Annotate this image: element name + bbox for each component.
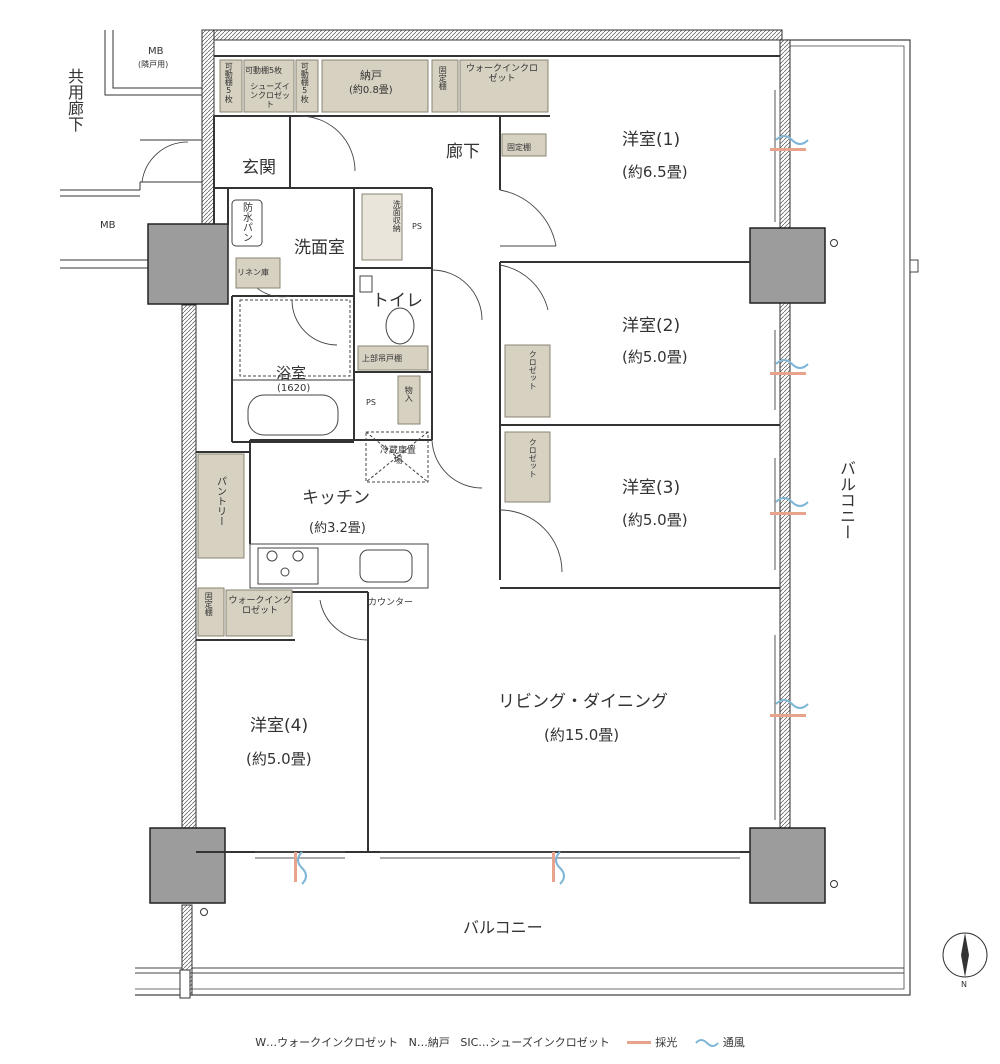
room-western1-size: (約6.5畳) [622, 163, 688, 181]
label-ps2: PS [366, 398, 376, 407]
legend-wind-icon [694, 1039, 719, 1047]
storage-areas [197, 59, 551, 637]
room-bath-name: 浴室 [276, 364, 307, 382]
label-balcony-east: バルコニー [837, 460, 856, 540]
legend-light-icon [627, 1041, 652, 1044]
label-walk-in-closet-kitchen: ウォークインクロゼット [228, 596, 292, 617]
label-balcony-south: バルコニー [463, 918, 543, 937]
label-closet3: クロゼット [528, 438, 538, 478]
room-toilet: トイレ [372, 291, 423, 311]
room-living-name: リビング・ダイニング [498, 692, 668, 712]
columns [147, 223, 826, 904]
legend-n: N…納戸 [408, 1036, 450, 1049]
label-ps1: PS [412, 222, 422, 231]
light-markers [294, 148, 806, 882]
label-closet2: クロゼット [528, 350, 538, 390]
label-washroom-storage: 洗面収納 [392, 200, 402, 232]
label-north: N [961, 980, 967, 989]
legend-sic: SIC…シューズインクロゼット [460, 1036, 610, 1049]
label-movable-shelf-right: 可動棚5枚 [300, 62, 310, 103]
fixtures [231, 199, 429, 589]
label-toilet-shelf: 上部吊戸棚 [362, 354, 402, 363]
label-walk-in-closet: ウォークインクロゼット [466, 64, 539, 85]
label-movable-shelf: 可動棚5枚 [245, 66, 283, 75]
label-movable-shelf-left: 可動棚5枚 [224, 62, 234, 103]
room-washroom: 洗面室 [294, 238, 345, 258]
room-bath-size: (1620) [277, 383, 311, 394]
legend-wind: 通風 [722, 1036, 745, 1049]
label-mb-top: MB [148, 46, 164, 57]
label-shoes-in-closet: シューズインクロゼット [250, 82, 290, 110]
label-fixed-shelf: 固定棚 [507, 143, 531, 152]
label-waterproof-pan: 防水パン [240, 202, 252, 242]
room-western4-name: 洋室(4) [250, 716, 309, 736]
compass [942, 932, 988, 978]
room-living-size: (約15.0畳) [544, 726, 620, 744]
label-pantry: パントリー [214, 476, 226, 526]
room-entrance: 玄関 [242, 158, 276, 178]
room-western1-name: 洋室(1) [622, 130, 681, 150]
label-mb-left: MB [100, 220, 116, 231]
label-fridge: 冷蔵庫置場 [379, 446, 416, 467]
room-western2-name: 洋室(2) [622, 316, 681, 336]
label-fixed-shelf-kitchen: 固定棚 [204, 592, 214, 616]
door-swings [241, 115, 563, 641]
balcony-outline [135, 39, 919, 996]
room-western4-size: (約5.0畳) [246, 750, 312, 768]
room-storage-name: 納戸 [360, 69, 382, 82]
drain-marks [200, 239, 838, 916]
room-kitchen-size: (約3.2畳) [309, 521, 366, 536]
wind-markers [297, 135, 809, 885]
label-mb-top-sub: (隣戸用) [138, 60, 169, 69]
room-kitchen-name: キッチン [302, 488, 370, 508]
mb-top-walls [60, 30, 202, 269]
legend-light: 採光 [655, 1036, 678, 1049]
room-corridor: 廊下 [446, 142, 480, 162]
room-storage-size: (約0.8畳) [349, 85, 393, 96]
label-linen: リネン庫 [237, 268, 269, 277]
label-fixed-shelf-top: 固定棚 [438, 66, 448, 90]
room-western2-size: (約5.0畳) [622, 348, 688, 366]
legend: W…ウォークインクロゼット N…納戸 SIC…シューズインクロゼット 採光 通風 [0, 1034, 1000, 1050]
legend-w: W…ウォークインクロゼット [255, 1036, 399, 1049]
room-western3-name: 洋室(3) [622, 478, 681, 498]
label-counter: カウンター [368, 598, 414, 608]
label-common-corridor: 共用廊下 [65, 68, 84, 132]
label-mono-ire: 物入 [404, 386, 414, 402]
room-western3-size: (約5.0畳) [622, 511, 688, 529]
